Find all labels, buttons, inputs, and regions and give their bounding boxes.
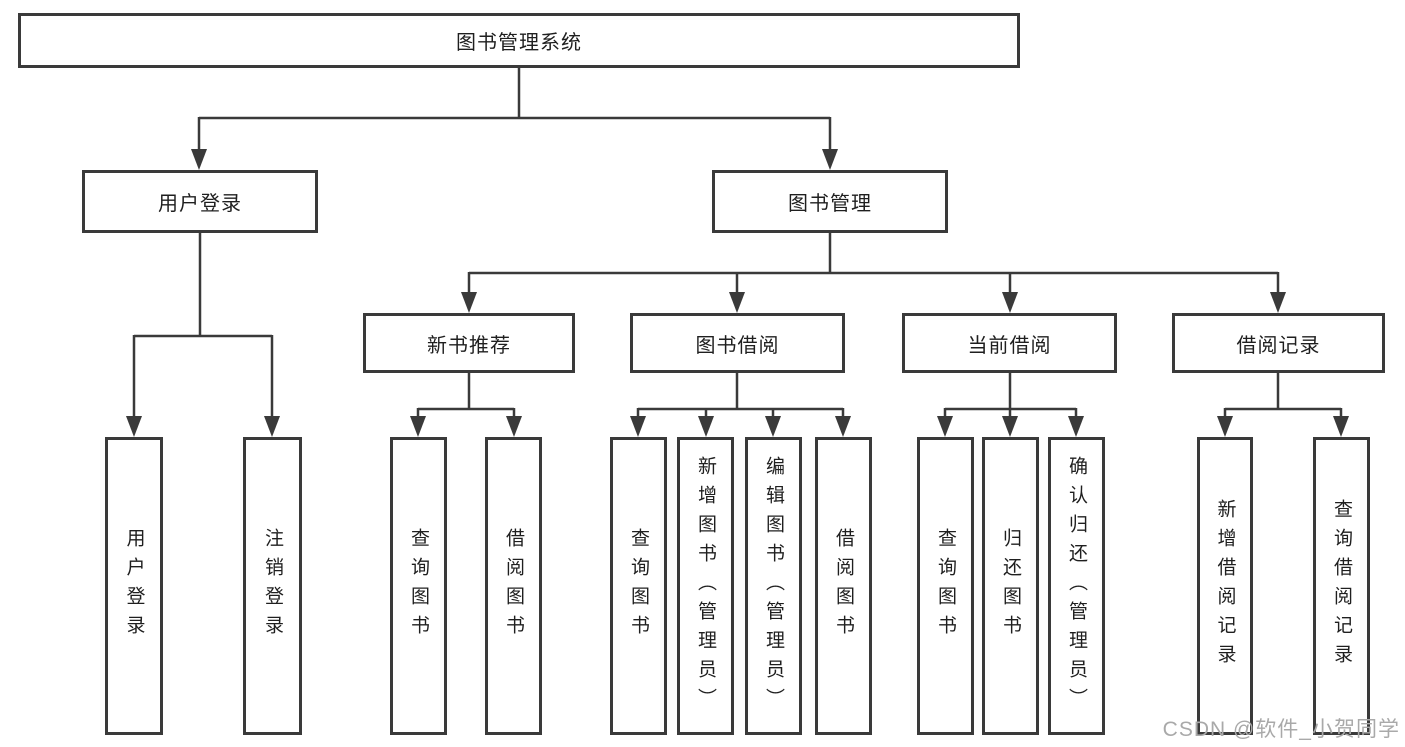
node-new-book-recommend: 新书推荐 [363,313,575,373]
node-borrowing-records-label: 借阅记录 [1236,334,1321,357]
leaf-borrow-books-label: 借阅图书 [833,528,854,644]
node-root: 图书管理系统 [18,13,1020,68]
leaf-add-books-admin: 新增图书（管理员） [677,437,734,735]
leaf-query-books-recommend: 查询图书 [390,437,447,735]
node-current-borrowing: 当前借阅 [902,313,1117,373]
leaf-edit-books-admin-label: 编辑图书（管理员） [763,455,784,717]
leaf-add-books-admin-label: 新增图书（管理员） [695,455,716,717]
node-user-login: 用户登录 [82,170,318,233]
leaf-return-books-label: 归还图书 [1000,528,1021,644]
leaf-query-borrow-record: 查询借阅记录 [1313,437,1370,735]
leaf-logout-label: 注销登录 [262,528,283,644]
node-book-management: 图书管理 [712,170,948,233]
node-book-borrowing: 图书借阅 [630,313,845,373]
leaf-confirm-return-admin: 确认归还（管理员） [1048,437,1105,735]
node-book-borrowing-label: 图书借阅 [695,334,780,357]
node-borrowing-records: 借阅记录 [1172,313,1385,373]
leaf-query-books-recommend-label: 查询图书 [408,528,429,644]
leaf-add-borrow-record-label: 新增借阅记录 [1214,499,1236,673]
node-new-book-recommend-label: 新书推荐 [427,334,511,357]
leaf-add-borrow-record: 新增借阅记录 [1197,437,1253,735]
node-user-login-label: 用户登录 [158,193,242,215]
leaf-borrow-books: 借阅图书 [815,437,872,735]
leaf-edit-books-admin: 编辑图书（管理员） [745,437,802,735]
leaf-user-login-label: 用户登录 [123,528,145,644]
leaf-return-books: 归还图书 [982,437,1039,735]
node-root-label: 图书管理系统 [456,32,582,54]
leaf-borrow-books-recommend: 借阅图书 [485,437,542,735]
leaf-query-books-current: 查询图书 [917,437,974,735]
node-book-management-label: 图书管理 [788,193,872,215]
leaf-borrow-books-recommend-label: 借阅图书 [503,528,524,644]
leaf-user-login: 用户登录 [105,437,163,735]
node-current-borrowing-label: 当前借阅 [967,334,1052,357]
leaf-query-books-borrowing: 查询图书 [610,437,667,735]
leaf-confirm-return-admin-label: 确认归还（管理员） [1066,455,1087,717]
leaf-query-borrow-record-label: 查询借阅记录 [1331,499,1352,673]
leaf-query-books-current-label: 查询图书 [935,528,956,644]
leaf-logout: 注销登录 [243,437,302,735]
leaf-query-books-borrowing-label: 查询图书 [628,528,649,644]
